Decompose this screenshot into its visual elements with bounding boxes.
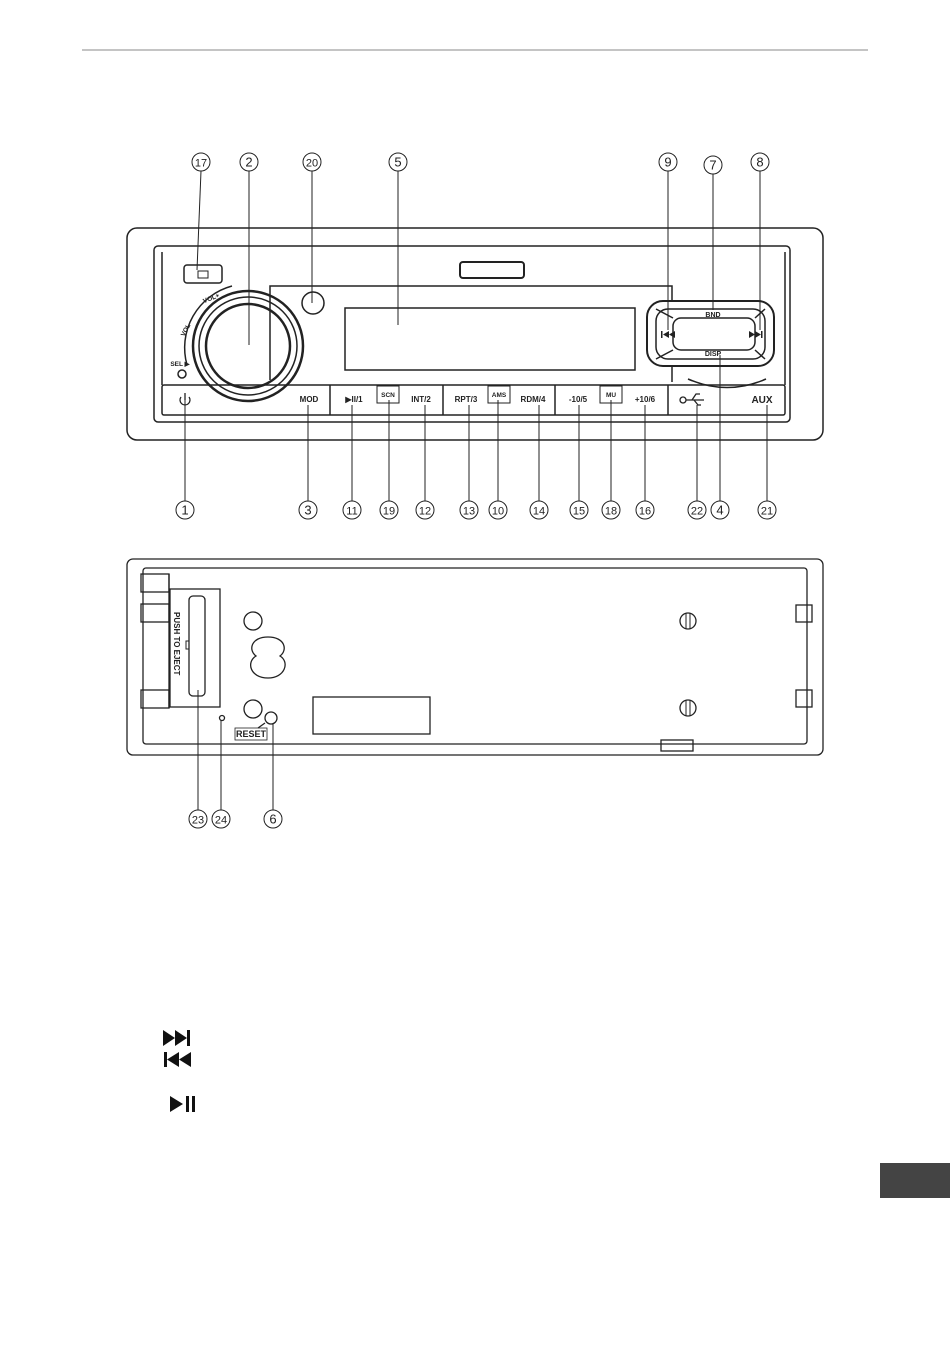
callouts: 172205978131119121310141518162242123246 [176, 153, 776, 828]
top-callout-number-5: 5 [394, 155, 401, 170]
rpt-label[interactable]: RPT/3 [455, 395, 478, 404]
prev-track-icon [164, 1052, 191, 1067]
bottom-tab [661, 740, 693, 751]
bottom-callout-number-11: 11 [346, 506, 357, 518]
bottom-callout-number-14: 14 [533, 506, 545, 518]
sel-indicator [178, 370, 186, 378]
screw-top-right [680, 613, 696, 629]
play-pause-icon [170, 1096, 195, 1112]
ir-sensor [302, 292, 324, 314]
top-slot-bar [460, 262, 524, 278]
left-clip-mid [141, 604, 169, 622]
vol-minus-label: VOL- [180, 321, 193, 338]
left-clip-top [141, 574, 169, 592]
bottom-callout-number-1: 1 [181, 503, 188, 518]
oval-cutout [251, 637, 285, 678]
legend [163, 1030, 195, 1112]
scn-label[interactable]: SCN [381, 392, 395, 399]
section-tab [880, 1163, 950, 1198]
usb-icon [680, 394, 704, 405]
minus10-label[interactable]: -10/5 [569, 395, 588, 404]
back-callout-number-6: 6 [269, 812, 276, 827]
pad-next-icon[interactable] [749, 331, 763, 338]
mu-label[interactable]: MU [606, 392, 616, 399]
top-callout-number-20: 20 [306, 158, 318, 170]
sel-label: SEL ▶ [170, 361, 190, 368]
play-label[interactable]: ▶II/1 [344, 395, 363, 404]
label-plate [313, 697, 430, 734]
reset-label: RESET [236, 729, 267, 739]
bottom-callout-number-12: 12 [419, 506, 431, 518]
top-leader-17 [197, 171, 201, 270]
int-label[interactable]: INT/2 [411, 395, 431, 404]
disp-label[interactable]: DISP [705, 351, 722, 358]
back-panel [127, 559, 823, 755]
mount-hole-top [244, 612, 262, 630]
bottom-callout-number-19: 19 [383, 506, 395, 518]
top-callout-number-9: 9 [664, 155, 671, 170]
card-slot[interactable] [189, 596, 205, 696]
bnd-label[interactable]: BND [705, 312, 720, 319]
ams-label[interactable]: AMS [492, 392, 507, 399]
top-callout-number-8: 8 [756, 155, 763, 170]
front-panel [127, 228, 823, 440]
right-clip-bottom [796, 690, 812, 707]
bottom-callout-number-16: 16 [639, 506, 651, 518]
left-clip-bottom [141, 690, 169, 708]
bottom-callout-number-13: 13 [463, 506, 475, 518]
front-outer-frame [127, 228, 823, 440]
control-pad-center [673, 318, 755, 350]
pad-lower-arc [688, 379, 766, 388]
card-slot-notch [186, 641, 189, 649]
back-callout-number-24: 24 [215, 815, 227, 827]
mount-hole-bottom [244, 700, 262, 718]
top-callout-number-2: 2 [245, 155, 252, 170]
mod-label[interactable]: MOD [300, 395, 319, 404]
back-outer-frame [127, 559, 823, 755]
bottom-callout-number-4: 4 [716, 503, 723, 518]
release-icon [198, 271, 208, 278]
volume-knob-ring [199, 297, 297, 395]
bottom-callout-number-3: 3 [304, 503, 311, 518]
mic-hole [220, 716, 225, 721]
next-track-icon [163, 1030, 190, 1046]
vol-plus-label: VOL+ [202, 292, 221, 305]
lcd-display [345, 308, 635, 370]
aux-label: AUX [751, 395, 772, 406]
plus10-label[interactable]: +10/6 [635, 395, 656, 404]
release-button[interactable] [184, 265, 222, 283]
bottom-callout-number-21: 21 [761, 506, 773, 518]
reset-pointer [258, 723, 265, 728]
back-callout-number-23: 23 [192, 815, 204, 827]
display-frame [270, 286, 672, 380]
rdm-label[interactable]: RDM/4 [521, 395, 546, 404]
volume-knob-inner [206, 304, 290, 388]
top-callout-number-17: 17 [195, 158, 207, 170]
bottom-callout-number-22: 22 [691, 506, 703, 518]
eject-label: PUSH TO EJECT [172, 612, 181, 676]
reset-hole[interactable] [265, 712, 277, 724]
bottom-callout-number-10: 10 [492, 506, 504, 518]
bottom-callout-number-15: 15 [573, 506, 585, 518]
bottom-callout-number-18: 18 [605, 506, 617, 518]
right-clip-top [796, 605, 812, 622]
screw-bottom-right [680, 700, 696, 716]
top-callout-number-7: 7 [709, 158, 716, 173]
back-inner-frame [143, 568, 807, 744]
